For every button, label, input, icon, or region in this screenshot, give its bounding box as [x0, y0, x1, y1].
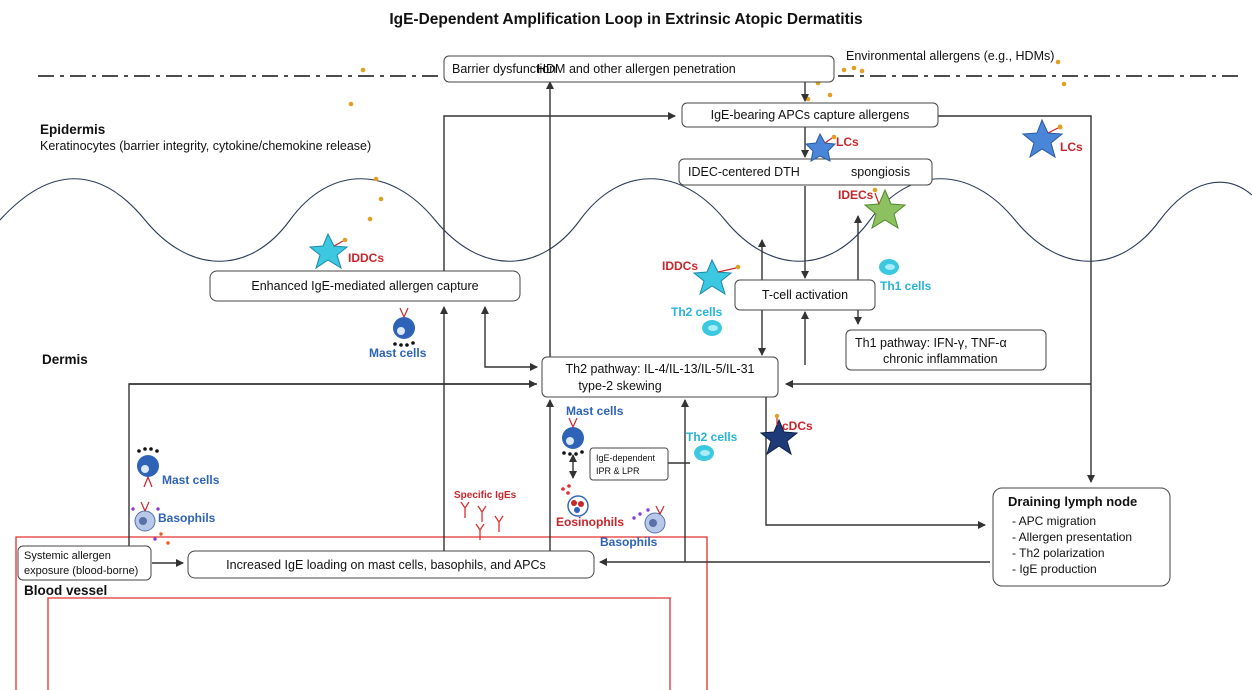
node-systemic-line1: Systemic allergen [24, 550, 111, 562]
node-th2-line2: type-2 skewing [578, 379, 661, 393]
basophils-center-label: Basophils [600, 535, 658, 549]
node-barrier-label: Barrier dysfunction [452, 62, 556, 76]
mast-cells-dermis-label: Mast cells [369, 346, 427, 360]
node-tcell-label: T-cell activation [762, 288, 848, 302]
node-tcell: T-cell activation [734, 279, 876, 311]
idec-cell-icon [863, 187, 907, 230]
lymph-node-title: Draining lymph node [1008, 494, 1137, 509]
iddcs-left-label: IDDCs [348, 251, 384, 265]
node-ipr-line2: IPR & LPR [596, 466, 640, 476]
basophil-icon [131, 501, 170, 545]
th2-cells-lower-label: Th2 cells [686, 430, 738, 444]
cdc-cell-icon [759, 413, 799, 456]
lcs-epidermis-label: LCs [1060, 140, 1083, 154]
lymph-item: - Th2 polarization [1012, 546, 1105, 560]
dermal-epidermal-junction [0, 178, 1252, 262]
blood-vessel-inner [47, 597, 671, 690]
node-barrier: Barrier dysfunction HDM and other allerg… [443, 55, 835, 83]
eosinophils-label: Eosinophils [556, 515, 624, 529]
node-enhanced-capture-label: Enhanced IgE-mediated allergen capture [251, 279, 478, 293]
lymph-item: - Allergen presentation [1012, 530, 1132, 544]
dermis-label: Dermis [42, 352, 88, 367]
iddc-cell-icon [692, 258, 741, 296]
node-idec-dth-label: IDEC-centered DTH [688, 165, 800, 179]
mast-cells-left-label: Mast cells [162, 473, 220, 487]
node-ige-apc-label: IgE-bearing APCs capture allergens [711, 108, 910, 122]
lymph-item: - IgE production [1012, 562, 1097, 576]
cdcs-label: cDCs [782, 419, 813, 433]
basophil-icon [632, 505, 666, 534]
th1-cell-icon [879, 259, 899, 275]
node-spongiosis-label: spongiosis [851, 165, 910, 179]
idecs-label: IDECs [838, 188, 874, 202]
node-systemic-line2: exposure (blood-borne) [24, 565, 138, 577]
allergen-particles [348, 59, 1067, 222]
lymph-item: - APC migration [1012, 514, 1096, 528]
pathway-arrows [128, 64, 1095, 567]
th2-cell-icon [694, 445, 714, 461]
mast-cell-icon [393, 307, 415, 347]
node-th2-line1: Th2 pathway: IL-4/IL-13/IL-5/IL-31 [566, 362, 755, 376]
node-th2-pathway: Th2 pathway: IL-4/IL-13/IL-5/IL-31 type-… [541, 356, 779, 398]
node-lymph-node: Draining lymph node - APC migration - Al… [992, 487, 1171, 587]
lcs-center-label: LCs [836, 135, 859, 149]
langerhans-cell-icon [1021, 118, 1064, 159]
keratinocytes-label: Keratinocytes (barrier integrity, cytoki… [40, 139, 371, 153]
iddc-cell-icon [308, 232, 349, 270]
blood-vessel-outer [15, 536, 708, 690]
th1-cells-label: Th1 cells [880, 279, 932, 293]
node-ipr-lpr: IgE-dependent IPR & LPR [589, 447, 669, 481]
node-idec-dth: IDEC-centered DTH spongiosis [678, 158, 933, 186]
iddcs-center-label: IDDCs [662, 259, 698, 273]
node-ipr-line1: IgE-dependent [596, 453, 656, 463]
node-systemic-exposure: Systemic allergen exposure (blood-borne) [17, 545, 152, 581]
node-ige-loading-label: Increased IgE loading on mast cells, bas… [226, 558, 546, 572]
node-th1-line1: Th1 pathway: IFN-γ, TNF-α [855, 336, 1007, 350]
node-ige-apc: IgE-bearing APCs capture allergens [681, 102, 939, 128]
ige-antibody-icon [460, 501, 504, 540]
epidermis-label: Epidermis [40, 122, 105, 137]
mast-cells-center-label: Mast cells [566, 404, 624, 418]
mast-cell-icon [137, 447, 159, 488]
environmental-allergens-label: Environmental allergens (e.g., HDMs) [846, 49, 1054, 63]
th2-cells-center-label: Th2 cells [671, 305, 723, 319]
diagram-title: IgE-Dependent Amplification Loop in Extr… [389, 11, 862, 28]
node-th1-pathway: Th1 pathway: IFN-γ, TNF-α chronic inflam… [845, 329, 1047, 371]
node-ige-loading: Increased IgE loading on mast cells, bas… [187, 550, 595, 579]
basophils-left-label: Basophils [158, 511, 216, 525]
node-th1-line2: chronic inflammation [883, 352, 998, 366]
th2-cell-icon [702, 320, 722, 336]
specific-iges-label: Specific IgEs [454, 490, 517, 501]
eosinophil-icon [561, 484, 589, 517]
langerhans-cell-icon [804, 132, 837, 162]
blood-vessel-label: Blood vessel [24, 583, 107, 598]
node-barrier-result: HDM and other allergen penetration [537, 62, 736, 76]
node-enhanced-capture: Enhanced IgE-mediated allergen capture [209, 270, 521, 302]
mast-cell-icon [562, 417, 584, 456]
